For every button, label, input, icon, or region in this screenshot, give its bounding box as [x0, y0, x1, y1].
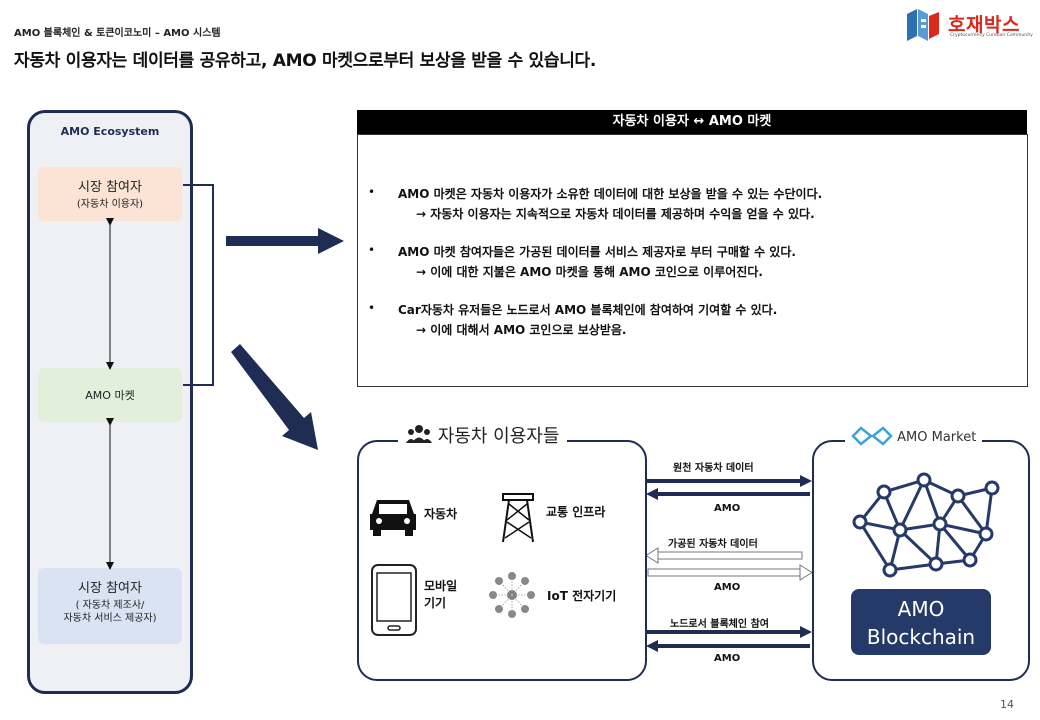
users-title-text: 자동차 이용자들	[437, 426, 560, 447]
people-icon	[406, 425, 432, 443]
users-panel	[357, 440, 647, 681]
bullet-line2: → 자동차 이용자는 지속적으로 자동차 데이터를 제공하며 수익을 얻을 수 …	[416, 207, 815, 221]
bullet-line2: → 이에 대한 지불은 AMO 마켓을 통해 AMO 코인으로 이루어진다.	[416, 265, 763, 279]
logo-text: 호재박스	[948, 14, 1020, 36]
bullet-line2: → 이에 대해서 AMO 코인으로 보상받음.	[416, 323, 627, 337]
bracket-line	[183, 184, 214, 386]
panel-body: • AMO 마켓은 자동차 이용자가 소유한 데이터에 대한 보상을 받을 수 …	[357, 134, 1028, 387]
bullet-dot: •	[368, 243, 376, 257]
participant-users-sub: (자동차 이용자)	[76, 199, 144, 210]
bullet-line1: AMO 마켓 참여자들은 가공된 데이터를 서비스 제공자로 부터 구매할 수 …	[398, 245, 796, 259]
participant-providers-sub2: 자동차 서비스 제공자)	[63, 613, 157, 624]
amo-market-box: AMO 마켓	[38, 368, 182, 422]
logo-subtitle: Cryptocurrency Curation Community	[950, 33, 1033, 38]
flow-label-raw-data: 원천 자동차 데이터	[673, 463, 754, 474]
participant-users-box: 시장 참여자 (자동차 이용자)	[38, 167, 182, 221]
bullet-line1: AMO 마켓은 자동차 이용자가 소유한 데이터에 대한 보상을 받을 수 있는…	[398, 187, 823, 201]
flow-label-amo-1: AMO	[714, 503, 741, 514]
flow-label-processed-data: 가공된 자동차 데이터	[668, 539, 758, 550]
mobile-label-2: 기기	[424, 596, 447, 610]
panel-header: 자동차 이용자 ↔ AMO 마켓	[357, 110, 1027, 134]
participant-users-label: 시장 참여자	[78, 180, 142, 195]
bullet-dot: •	[368, 185, 376, 199]
flow-label-node: 노드로서 블록체인 참여	[670, 619, 769, 630]
bullet-line1: Car자동차 유저들은 노드로서 AMO 블록체인에 참여하여 기여할 수 있다…	[398, 303, 778, 317]
slide-title: 자동차 이용자는 데이터를 공유하고, AMO 마켓으로부터 보상을 받을 수 …	[14, 51, 597, 71]
amo-logo-icon	[851, 426, 893, 446]
car-label: 자동차	[424, 507, 458, 521]
mobile-label-1: 모바일	[424, 579, 458, 593]
ecosystem-title: AMO Ecosystem	[60, 125, 160, 138]
flow-arrow-processed-data	[657, 551, 803, 560]
blockchain-line2: Blockchain	[866, 625, 976, 649]
flow-arrow-amo-2	[647, 568, 801, 577]
blockchain-network-icon	[852, 472, 1000, 578]
flow-label-amo-3: AMO	[714, 653, 741, 664]
amo-blockchain-box: AMO Blockchain	[851, 589, 991, 655]
traffic-infra-icon	[502, 493, 534, 543]
participant-providers-box: 시장 참여자 ( 자동차 제조사/ 자동차 서비스 제공자)	[38, 568, 182, 644]
iot-devices-icon	[489, 572, 535, 618]
car-icon	[370, 500, 416, 536]
amo-market-label: AMO 마켓	[85, 389, 135, 402]
mobile-icon	[371, 564, 417, 636]
ecosystem-panel: AMO Ecosystem 시장 참여자 (자동차 이용자) AMO 마켓 시장…	[27, 110, 193, 694]
logo: 호재박스 Cryptocurrency Curation Community	[904, 6, 1033, 44]
breadcrumb: AMO 블록체인 & 토큰이코노미 – AMO 시스템	[14, 28, 221, 39]
market-title: AMO Market	[845, 426, 983, 446]
users-title: 자동차 이용자들	[398, 422, 568, 448]
blockchain-line1: AMO	[897, 597, 945, 621]
big-arrow-down-right	[231, 344, 318, 450]
flow-label-amo-2: AMO	[714, 582, 741, 593]
big-arrow-right	[226, 228, 344, 254]
bullet-dot: •	[368, 301, 376, 315]
market-title-text: AMO Market	[897, 430, 977, 445]
logo-icon	[907, 9, 939, 41]
page-number: 14	[1000, 698, 1014, 711]
participant-providers-label: 시장 참여자	[78, 581, 142, 596]
participant-providers-sub1: ( 자동차 제조사/	[75, 600, 145, 611]
iot-label: IoT 전자기기	[547, 589, 617, 603]
infra-label: 교통 인프라	[546, 505, 606, 519]
